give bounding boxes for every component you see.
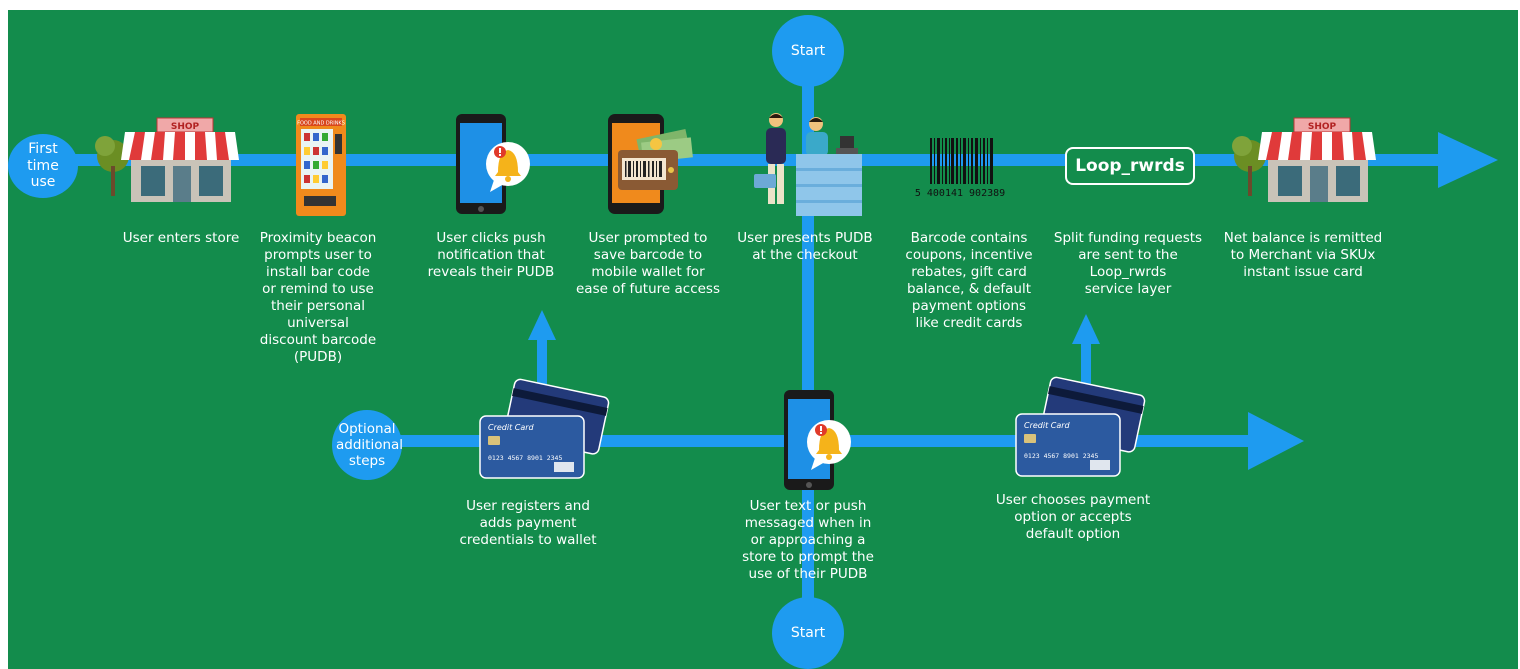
up-arrow-right-shaft [1081,340,1091,386]
label-line: their personal universal [270,298,366,331]
optional-steps-circle: Optional additional steps [332,410,404,480]
label-line: at the checkout [752,247,858,263]
label-line: like credit cards [915,315,1023,331]
label-net-balance: Net balance is remitted to Merchant via … [1218,230,1388,281]
label-line: instant issue card [1243,264,1363,280]
label-line: or remind to use [262,281,374,297]
credit-card-icon: Credit Card 0123 4567 8901 2345 [1015,376,1146,477]
label-line: credentials to wallet [459,532,597,548]
label-line: or approaching a [750,532,866,548]
label-presents: User presents PUDB at the checkout [730,230,880,264]
vending-machine-icon: FOOD AND DRINKS [296,114,346,216]
up-arrow-left-shaft [537,336,547,384]
loop-rwrds-badge-text: Loop_rwrds [1075,156,1185,176]
label-line: install bar code [266,264,370,280]
label-line: save barcode to [593,247,703,263]
label-line: Barcode contains [910,230,1028,246]
bottom-arrowhead [1248,412,1304,470]
barcode-number: 5 400141 902389 [915,188,1005,199]
start-top-text: Start [790,42,826,59]
label-line: Loop_rwrds [1089,264,1167,280]
label-chooses: User chooses payment option or accepts d… [988,492,1158,543]
label-line: reveals their PUDB [427,264,555,280]
label-save-barcode: User prompted to save barcode to mobile … [568,230,728,298]
label-beacon: Proximity beacon prompts user to install… [238,230,398,366]
optional-steps-text: Optional additional steps [336,420,404,470]
card-title: Credit Card [488,423,535,432]
phone-bell-icon [784,390,851,490]
label-line: payment options [911,298,1027,314]
barcode-icon: 5 400141 902389 [915,138,1005,199]
label-registers: User registers and adds payment credenti… [448,498,608,549]
label-line: User presents PUDB [737,230,873,246]
label-barcode-contains: Barcode contains coupons, incentive reba… [894,230,1044,332]
shop-sign-text: SHOP [171,122,200,132]
label-text-push: User text or push messaged when in or ap… [730,498,886,583]
shop-sign-text: SHOP [1308,122,1337,132]
up-arrow-right-head [1072,314,1100,344]
card-number: 0123 4567 8901 2345 [1024,452,1098,460]
label-line: User clicks push [436,230,546,246]
label-line: coupons, incentive [905,247,1033,263]
loop-rwrds-badge: Loop_rwrds [1065,147,1195,185]
credit-card-icon: Credit Card 0123 4567 8901 2345 [479,378,610,479]
label-line: default option [1025,526,1121,542]
start-top-circle: Start [772,15,844,87]
label-line: User chooses payment [995,492,1151,508]
label-line: discount barcode [259,332,377,348]
label-line: rebates, gift card [911,264,1027,280]
label-line: are sent to the [1078,247,1178,263]
label-line: use of their PUDB [748,566,868,582]
label-split-funding: Split funding requests are sent to the L… [1048,230,1208,298]
label-line: balance, & default [906,281,1032,297]
label-line: User prompted to [588,230,708,246]
label-line: mobile wallet for [591,264,705,280]
label-line: notification that [437,247,545,263]
label-line: messaged when in [744,515,872,531]
checkout-people-icon [754,113,862,216]
flow-diagram: First time use Start Optional additional… [8,10,1518,669]
label-line: Split funding requests [1053,230,1203,246]
phone-wallet-icon [608,114,693,214]
label-line: prompts user to [264,247,372,263]
label-clicks-push: User clicks push notification that revea… [416,230,566,281]
start-bottom-circle: Start [772,597,844,669]
label-line: (PUDB) [293,349,343,365]
label-line: ease of future access [575,281,720,297]
label-line: Proximity beacon [259,230,377,246]
label-line: service layer [1084,281,1172,297]
label-line: option or accepts [1014,509,1132,525]
card-number: 0123 4567 8901 2345 [488,454,562,462]
up-arrow-left-head [528,310,556,340]
label-line: User registers and [466,498,590,514]
label-enter-store: User enters store [106,230,256,247]
start-bottom-text: Start [790,624,826,641]
label-line: User enters store [122,230,240,246]
card-title: Credit Card [1024,421,1071,430]
phone-bell-icon [456,114,530,214]
label-line: store to prompt the [742,549,874,565]
label-line: adds payment [479,515,577,531]
top-arrowhead [1438,132,1498,188]
label-line: to Merchant via SKUx [1230,247,1376,263]
shop-icon: SHOP [1232,117,1376,202]
first-time-use-text: First time use [27,140,59,191]
first-time-use-circle: First time use [8,134,78,198]
label-line: User text or push [749,498,867,514]
shop-icon: SHOP [95,117,239,202]
vending-sign-text: FOOD AND DRINKS [297,121,345,127]
label-line: Net balance is remitted [1223,230,1383,246]
